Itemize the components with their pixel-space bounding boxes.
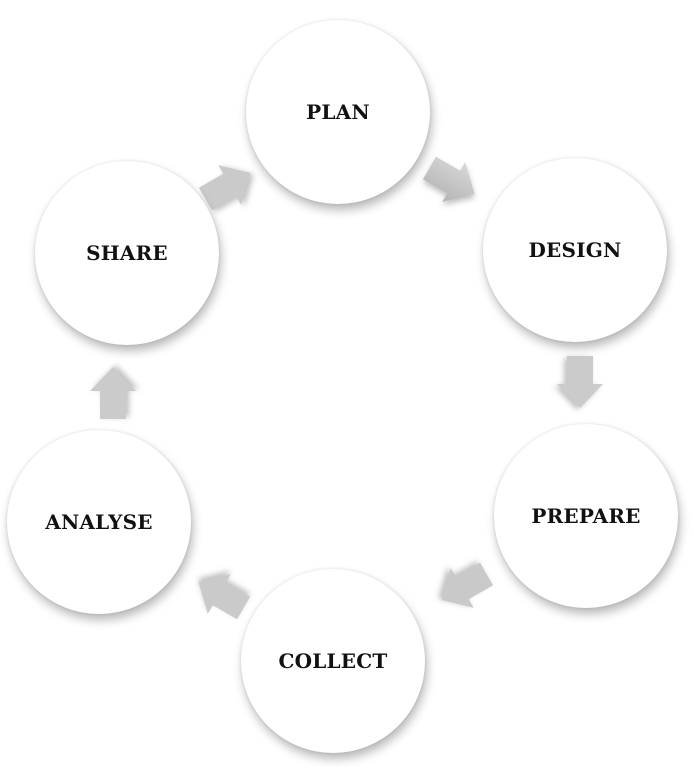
node-share: SHARE [35, 161, 219, 345]
node-label: PREPARE [531, 504, 641, 528]
node-label: SHARE [86, 241, 168, 265]
node-plan: PLAN [246, 20, 430, 204]
node-analyse: ANALYSE [7, 430, 191, 614]
node-label: PLAN [306, 100, 370, 124]
arrow-collect-to-analyse-icon [184, 559, 257, 630]
node-label: COLLECT [278, 649, 388, 673]
node-prepare: PREPARE [494, 424, 678, 608]
arrow-prepare-to-collect-icon [427, 551, 500, 622]
node-collect: COLLECT [241, 569, 425, 753]
node-label: ANALYSE [45, 510, 153, 534]
node-label: DESIGN [528, 238, 622, 262]
arrow-share-to-plan-icon [191, 150, 264, 221]
node-design: DESIGN [483, 158, 667, 342]
arrow-analyse-to-share-icon [88, 365, 138, 421]
arrow-design-to-prepare-icon [555, 354, 605, 410]
arrow-plan-to-design-icon [415, 145, 488, 216]
